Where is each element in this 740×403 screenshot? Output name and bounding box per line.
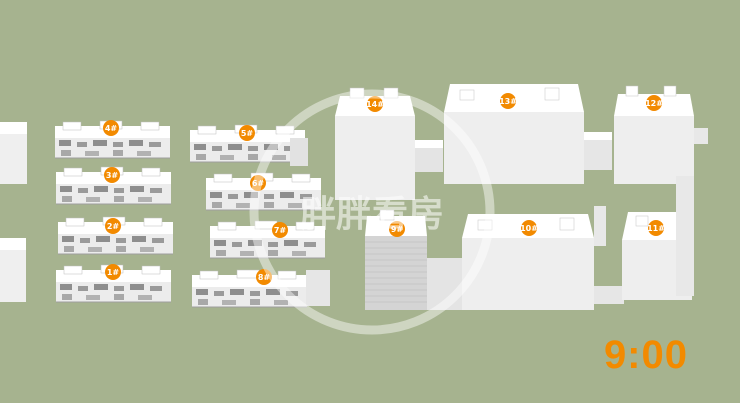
edge-building-left-bottom — [0, 238, 26, 302]
building-3-label: 3# — [106, 171, 119, 180]
building-8: 8# — [191, 269, 330, 308]
building-2-label: 2# — [107, 222, 120, 231]
building-14-label: 14# — [366, 100, 384, 109]
building-13: 13# — [444, 84, 612, 184]
building-12: 12# — [614, 85, 708, 184]
time-of-day-label: 9:00 — [603, 333, 688, 377]
building-5: 5# — [189, 124, 308, 166]
building-6: 6# — [205, 172, 322, 211]
building-4-label: 4# — [105, 124, 118, 133]
building-9-label: 9# — [391, 225, 404, 234]
building-9: 9# — [365, 209, 463, 310]
building-11: 11# — [622, 176, 694, 300]
building-5-label: 5# — [241, 129, 254, 138]
building-11-label: 11# — [647, 224, 665, 233]
building-12-label: 12# — [645, 99, 663, 108]
building-3: 3# — [55, 166, 172, 205]
watermark-text: 胖胖看房 — [300, 194, 444, 235]
building-1-label: 1# — [107, 268, 120, 277]
building-6-label: 6# — [252, 179, 265, 188]
building-10: 10# — [462, 206, 624, 310]
building-14: 14# — [335, 87, 443, 200]
edge-building-left-top — [0, 122, 27, 184]
building-2: 2# — [57, 216, 174, 255]
building-4: 4# — [54, 120, 171, 159]
building-1: 1# — [55, 264, 172, 303]
building-7: 7# — [209, 220, 326, 259]
watermark: 胖胖看房 — [249, 89, 495, 335]
building-7-label: 7# — [274, 226, 287, 235]
building-13-label: 13# — [499, 97, 517, 106]
building-8-label: 8# — [258, 273, 271, 282]
building-10-label: 10# — [520, 224, 538, 233]
